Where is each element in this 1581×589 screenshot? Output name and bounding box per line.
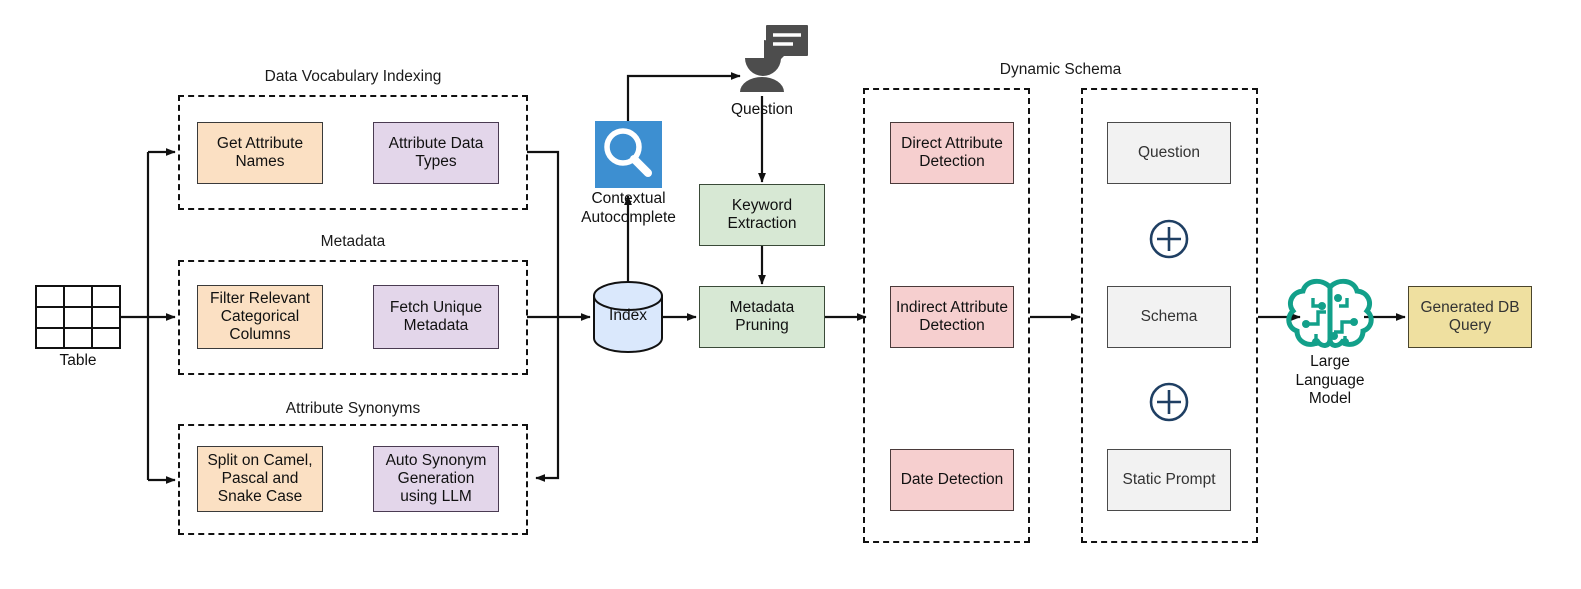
brain-circuit-icon [1286, 278, 1374, 348]
node-label: Filter Relevant Categorical Columns [210, 289, 310, 344]
node-auto-synonym-generation-using-llm[interactable]: Auto Synonym Generation using LLM [373, 446, 499, 512]
node-label: Get Attribute Names [216, 134, 304, 170]
node-attribute-data-types[interactable]: Attribute Data Types [373, 122, 499, 184]
node-prompt-static-prompt[interactable]: Static Prompt [1107, 449, 1231, 511]
node-filter-relevant-categorical-columns[interactable]: Filter Relevant Categorical Columns [197, 285, 323, 349]
node-label: Metadata Pruning [729, 298, 795, 334]
group-label-attribute-synonyms: Attribute Synonyms [285, 400, 421, 417]
plus-circle-icon-1 [1149, 219, 1189, 259]
node-metadata-pruning[interactable]: Metadata Pruning [699, 286, 825, 348]
node-date-detection[interactable]: Date Detection [890, 449, 1014, 511]
question-label: Question [730, 101, 794, 118]
group-label-data-vocabulary-indexing: Data Vocabulary Indexing [264, 68, 442, 85]
node-label: Attribute Data Types [388, 134, 484, 170]
node-direct-attribute-detection[interactable]: Direct Attribute Detection [890, 122, 1014, 184]
node-get-attribute-names[interactable]: Get Attribute Names [197, 122, 323, 184]
node-label: Schema [1140, 307, 1198, 325]
group-box-metadata [178, 260, 528, 375]
contextual-autocomplete-label: Contextual Autocomplete [581, 190, 676, 226]
node-label: Fetch Unique Metadata [389, 298, 483, 334]
node-fetch-unique-metadata[interactable]: Fetch Unique Metadata [373, 285, 499, 349]
node-label: Direct Attribute Detection [901, 134, 1003, 170]
node-label: Indirect Attribute Detection [895, 298, 1008, 334]
node-label: Split on Camel, Pascal and Snake Case [207, 451, 313, 506]
node-prompt-schema[interactable]: Schema [1107, 286, 1231, 348]
node-keyword-extraction[interactable]: Keyword Extraction [699, 184, 825, 246]
table-label: Table [59, 352, 97, 369]
node-prompt-question[interactable]: Question [1107, 122, 1231, 184]
group-box-data-vocabulary-indexing [178, 95, 528, 210]
index-label: Index [609, 307, 647, 324]
person-speech-bubble-icon [740, 25, 808, 92]
search-magnifier-icon [595, 121, 662, 188]
node-label: Generated DB Query [1420, 298, 1520, 334]
node-label: Question [1137, 143, 1201, 161]
group-box-prompt-assembly [1081, 88, 1258, 543]
node-label: Auto Synonym Generation using LLM [385, 451, 487, 506]
database-cylinder-icon [593, 281, 663, 353]
node-split-on-camel-pascal-snake-case[interactable]: Split on Camel, Pascal and Snake Case [197, 446, 323, 512]
group-box-detection [863, 88, 1030, 543]
table-grid-icon [35, 285, 121, 349]
node-indirect-attribute-detection[interactable]: Indirect Attribute Detection [890, 286, 1014, 348]
group-label-dynamic-schema: Dynamic Schema [999, 61, 1122, 78]
group-label-metadata: Metadata [320, 233, 386, 250]
node-label: Date Detection [900, 470, 1004, 488]
large-language-model-label: Large Language Model [1295, 353, 1365, 408]
plus-circle-icon-2 [1149, 382, 1189, 422]
node-label: Keyword Extraction [727, 196, 797, 232]
node-generated-db-query[interactable]: Generated DB Query [1408, 286, 1532, 348]
node-label: Static Prompt [1122, 470, 1216, 488]
group-box-attribute-synonyms [178, 424, 528, 535]
